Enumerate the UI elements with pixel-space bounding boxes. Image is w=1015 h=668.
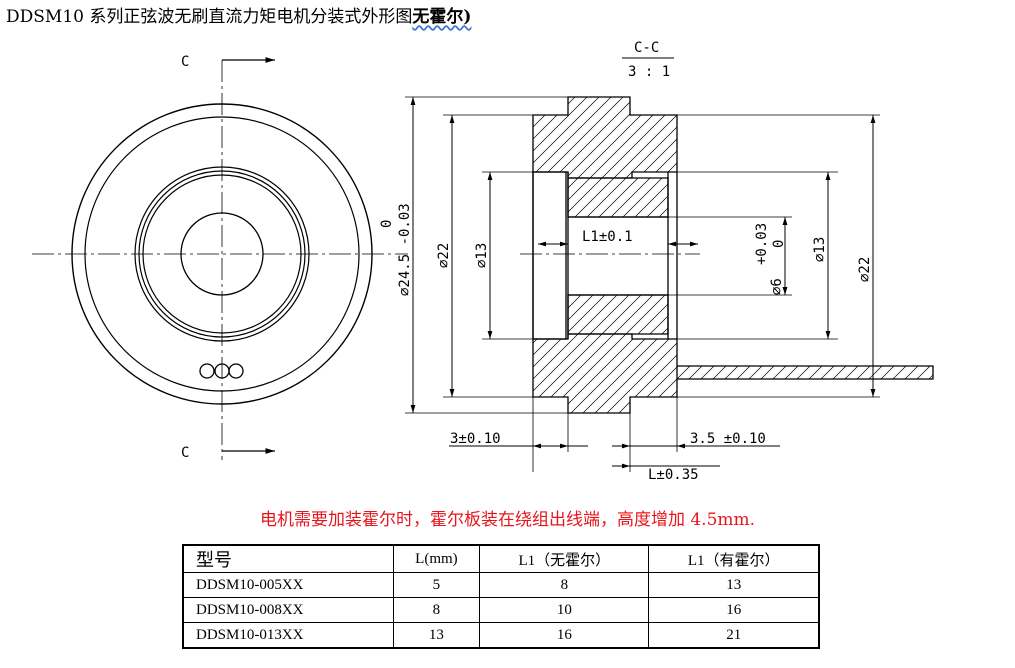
- cell-l1-no-hall: 10: [479, 597, 650, 623]
- section-name: C-C: [634, 40, 659, 56]
- header-model: 型号: [181, 544, 394, 573]
- cell-l1-hall: 16: [648, 597, 821, 623]
- dim-d13-right: ⌀13: [812, 237, 828, 262]
- sleeve-bottom: [567, 294, 669, 335]
- technical-drawing: C C C-C 3 : 1: [32, 40, 934, 483]
- dim-d13-left: ⌀13: [474, 243, 490, 268]
- table-header-row: 型号 L(mm) L1（无霍尔） L1（有霍尔）: [181, 544, 821, 573]
- label-c-top: C: [181, 54, 189, 70]
- dim-d22-left: ⌀22: [436, 243, 452, 268]
- dim-l: L±0.35: [648, 467, 699, 483]
- sleeve-top: [567, 177, 669, 218]
- dim-3: 3±0.10: [450, 431, 501, 447]
- dim-d24-tol: 0: [379, 220, 395, 228]
- hall-note: 电机需要加装霍尔时，霍尔板装在绕组出线端，高度增加 4.5mm.: [259, 510, 756, 530]
- dim-d22-right: ⌀22: [857, 257, 873, 282]
- lead-hole-1: [199, 363, 215, 379]
- dim-d6: ⌀6: [769, 278, 785, 295]
- section-view: [532, 96, 934, 414]
- dim-d6-tol-upper: +0.03: [754, 223, 770, 265]
- cell-l: 8: [392, 597, 481, 623]
- dim-d24: ⌀24.5 -0.03: [397, 203, 413, 296]
- table-row: DDSM10-008XX 8 10 16: [181, 597, 821, 623]
- section-scale: 3 : 1: [628, 64, 670, 80]
- winding-ring: [532, 171, 567, 340]
- lead-hole-3: [228, 363, 244, 379]
- dim-d6-tol-lower: 0: [771, 240, 787, 248]
- header-l: L(mm): [392, 544, 481, 573]
- page-title: DDSM10 系列正弦波无刷直流力矩电机分装式外形图无霍尔): [6, 2, 471, 27]
- lead-plate: [677, 365, 934, 380]
- housing-bottom: [532, 333, 678, 414]
- dim-l1: L1±0.1: [582, 229, 633, 245]
- table-row: DDSM10-005XX 5 8 13: [181, 572, 821, 598]
- cell-l1-no-hall: 8: [479, 572, 650, 598]
- dimension-lines: [410, 97, 876, 469]
- cell-model: DDSM10-013XX: [181, 622, 394, 649]
- spec-table: 型号 L(mm) L1（无霍尔） L1（有霍尔） DDSM10-005XX 5 …: [181, 544, 821, 649]
- cell-l1-no-hall: 16: [479, 622, 650, 649]
- cell-model: DDSM10-008XX: [181, 597, 394, 623]
- title-main: DDSM10 系列正弦波无刷直流力矩电机分装式外形图: [6, 7, 413, 27]
- dim-3-5: 3.5 ±0.10: [690, 431, 766, 447]
- housing-top: [532, 96, 678, 179]
- cell-model: DDSM10-005XX: [181, 572, 394, 598]
- extension-lines: [405, 96, 880, 472]
- title-bold: 无霍尔): [412, 7, 472, 27]
- front-view: [32, 57, 408, 460]
- header-l1-hall: L1（有霍尔）: [648, 544, 821, 573]
- cell-l1-hall: 13: [648, 572, 821, 598]
- cell-l: 13: [392, 622, 481, 649]
- label-c-bottom: C: [181, 445, 189, 461]
- header-l1-no-hall: L1（无霍尔）: [479, 544, 650, 573]
- cell-l: 5: [392, 572, 481, 598]
- cell-l1-hall: 21: [648, 622, 821, 649]
- table-row: DDSM10-013XX 13 16 21: [181, 622, 821, 649]
